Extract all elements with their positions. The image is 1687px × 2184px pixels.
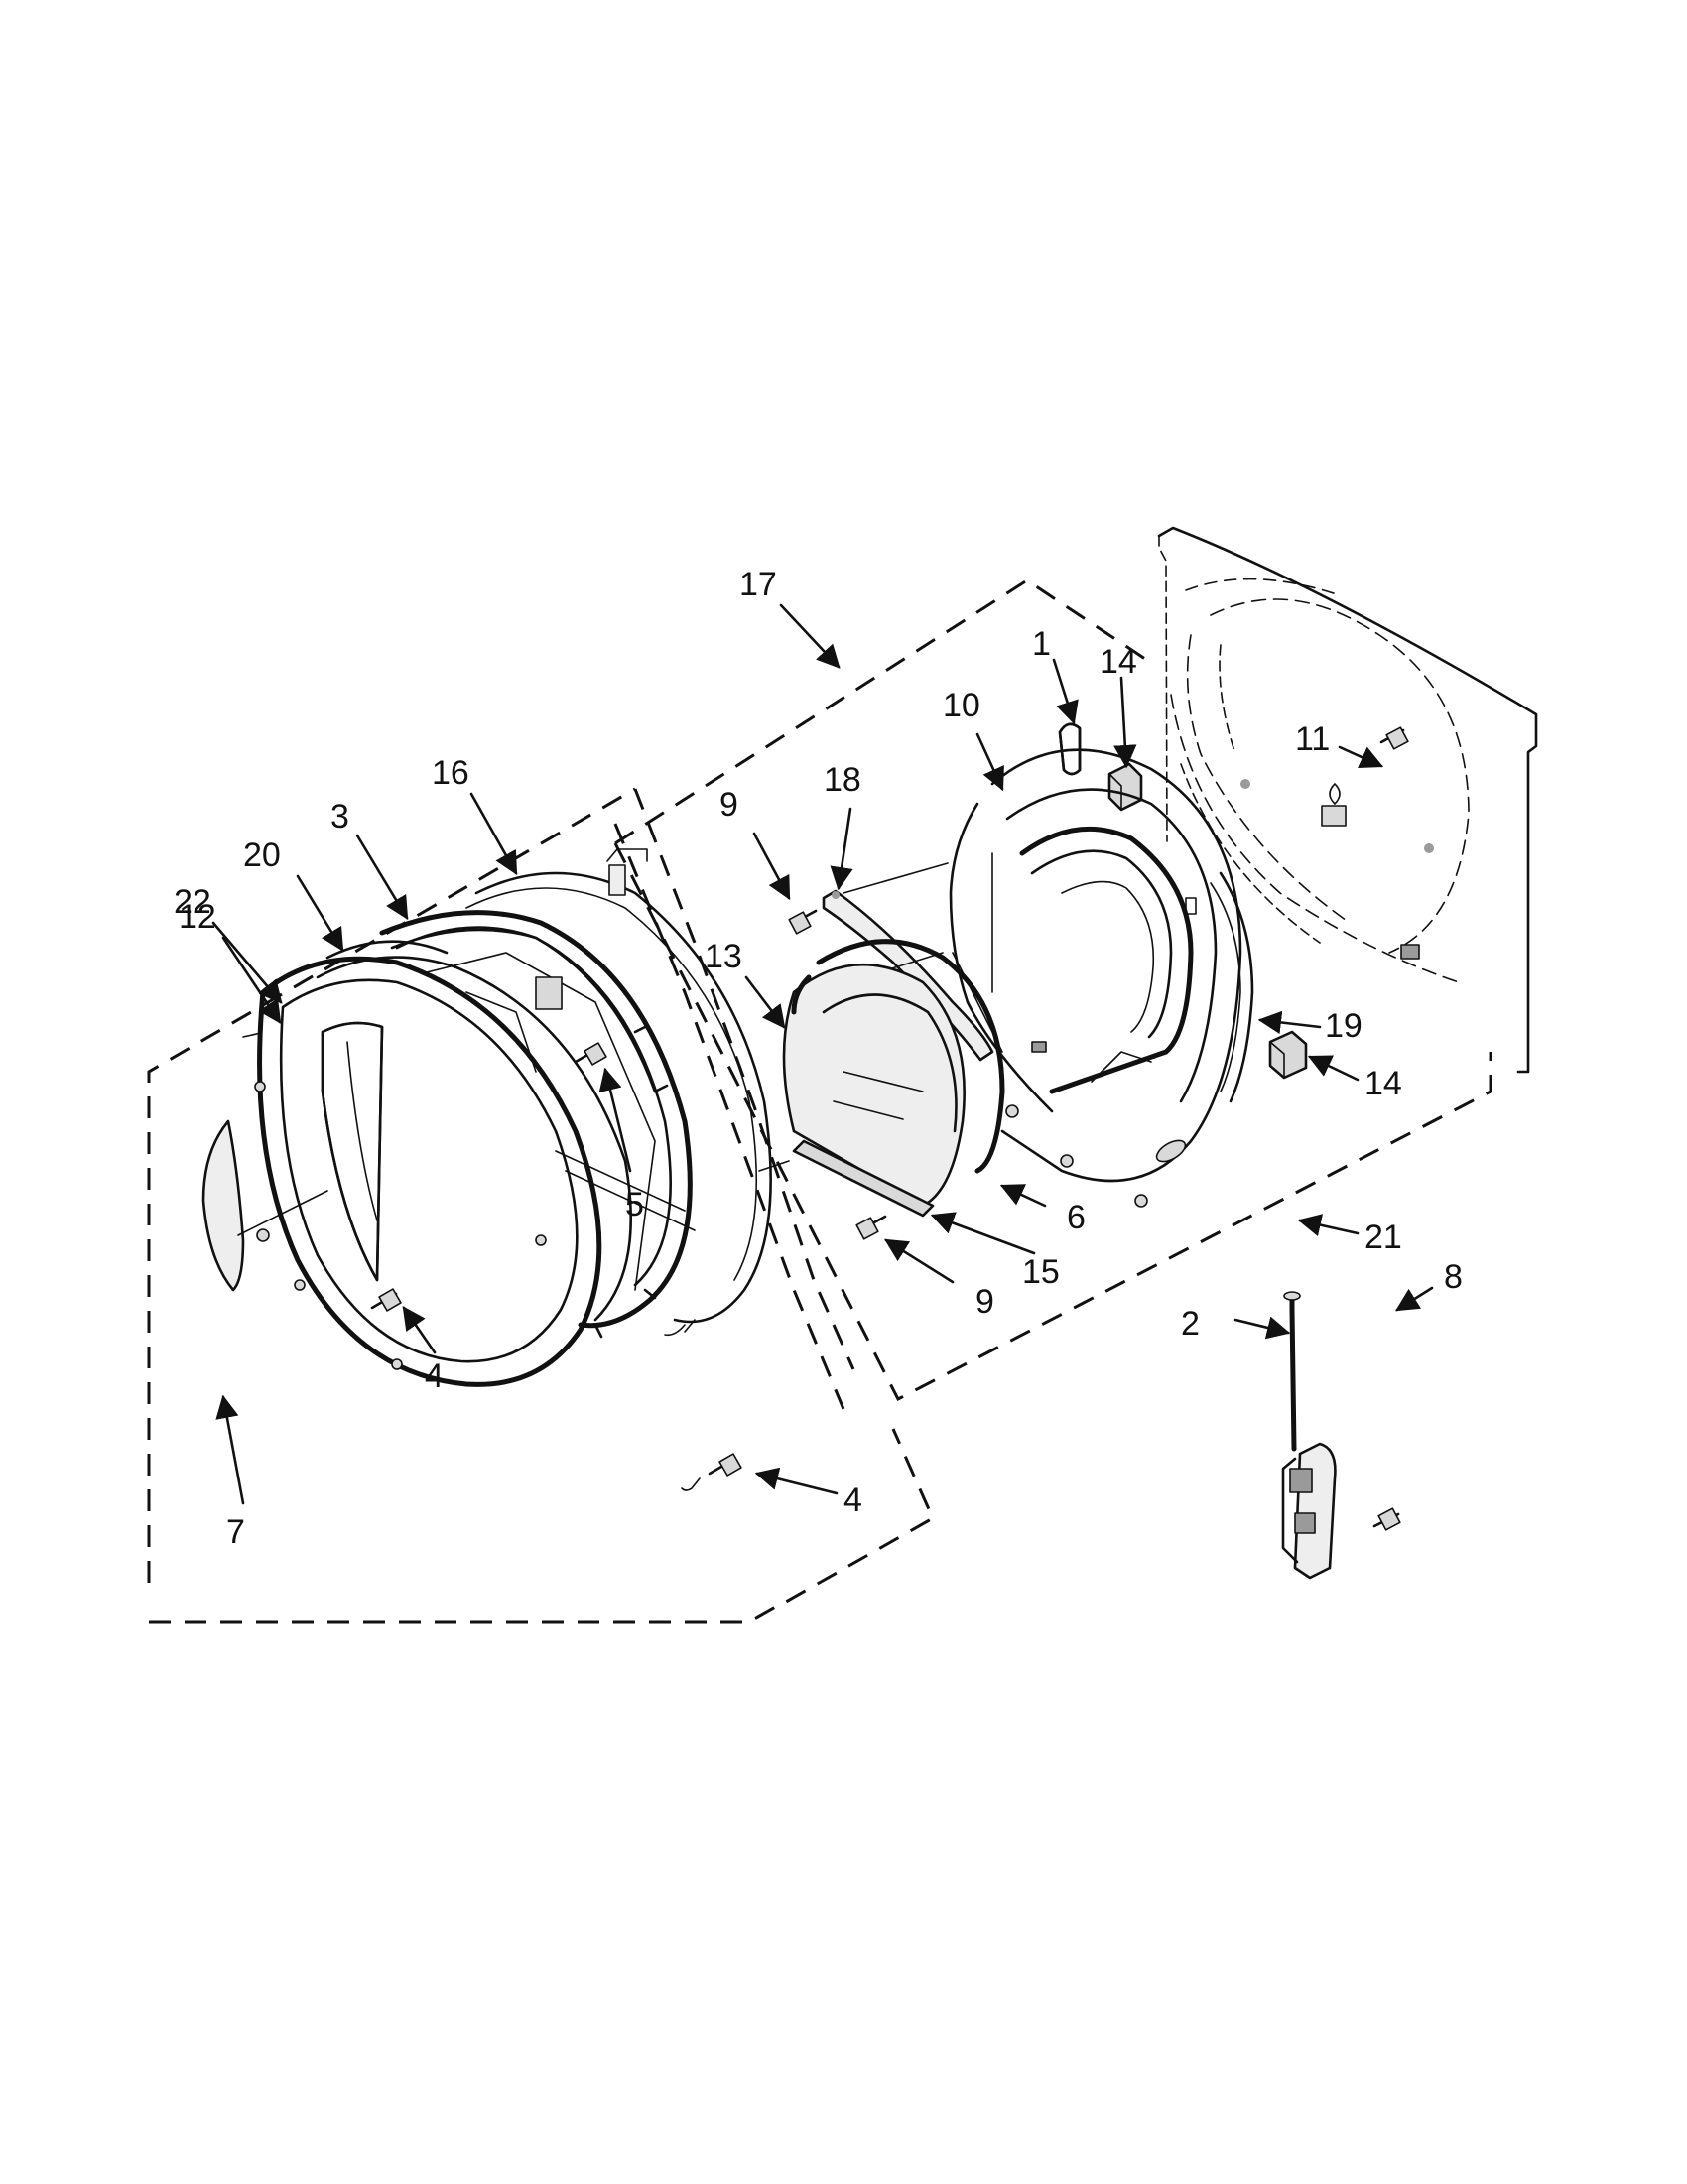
window-gasket-6 xyxy=(791,939,1005,1174)
callout-15: 15 xyxy=(1022,1253,1060,1291)
callout-13: 13 xyxy=(705,938,742,975)
hinge-rod-21 xyxy=(1283,1291,1301,1452)
callout-5: 5 xyxy=(625,1186,644,1223)
callout-1: 1 xyxy=(1032,625,1051,663)
screw-11 xyxy=(1379,726,1409,750)
screw-4-lower xyxy=(681,1453,742,1491)
callout-labels: 17 1 14 10 11 18 9 22 13 19 14 16 3 20 1… xyxy=(174,566,1463,1551)
callout-14-lower: 14 xyxy=(1364,1065,1402,1102)
callout-8: 8 xyxy=(1444,1258,1463,1296)
door-hinge-2 xyxy=(1281,1442,1337,1580)
callout-7: 7 xyxy=(226,1513,245,1551)
callout-leaders xyxy=(211,603,1434,1505)
callout-17: 17 xyxy=(739,566,777,603)
callout-9-upper: 9 xyxy=(719,786,738,824)
callout-20: 20 xyxy=(243,836,281,874)
callout-16: 16 xyxy=(432,754,469,792)
screw-5 xyxy=(574,1042,607,1066)
callout-19: 19 xyxy=(1325,1007,1363,1045)
door-outer-ring-12 xyxy=(242,956,602,1387)
trim-strip-15 xyxy=(792,1139,935,1218)
screw-4-upper xyxy=(370,1288,402,1312)
door-inner-ring-3 xyxy=(379,910,693,1339)
door-strike-14-lower xyxy=(1268,1030,1308,1080)
callout-18: 18 xyxy=(824,761,861,799)
door-clip-1 xyxy=(1058,722,1082,776)
door-window-glass-13 xyxy=(782,963,966,1208)
screw-9-lower xyxy=(855,1215,887,1240)
screw-9-upper xyxy=(788,909,818,935)
assembly-outline-17 xyxy=(613,578,1492,1402)
door-seal-ring-16 xyxy=(465,848,790,1337)
callout-21: 21 xyxy=(1364,1219,1402,1256)
callout-14-upper: 14 xyxy=(1100,643,1137,681)
assembly-outline-22 xyxy=(147,787,935,1624)
callout-6: 6 xyxy=(1067,1199,1086,1236)
callout-12: 12 xyxy=(179,898,216,936)
screw-8 xyxy=(1372,1507,1401,1531)
callout-2: 2 xyxy=(1181,1305,1200,1343)
door-pull-handle-7 xyxy=(201,1119,270,1292)
callout-10: 10 xyxy=(943,687,980,724)
door-trim-ring-20 xyxy=(316,940,633,1322)
callout-9-lower: 9 xyxy=(975,1283,994,1321)
callout-22: 22 xyxy=(174,883,211,921)
callout-3: 3 xyxy=(330,798,349,835)
door-strike-14-upper xyxy=(1107,762,1143,812)
callout-4-upper: 4 xyxy=(425,1357,444,1395)
hinge-trim-19 xyxy=(1210,871,1254,1103)
callout-11: 11 xyxy=(1295,720,1330,758)
callout-4-lower: 4 xyxy=(844,1481,862,1519)
rear-cabinet-panel xyxy=(1157,526,1538,1074)
